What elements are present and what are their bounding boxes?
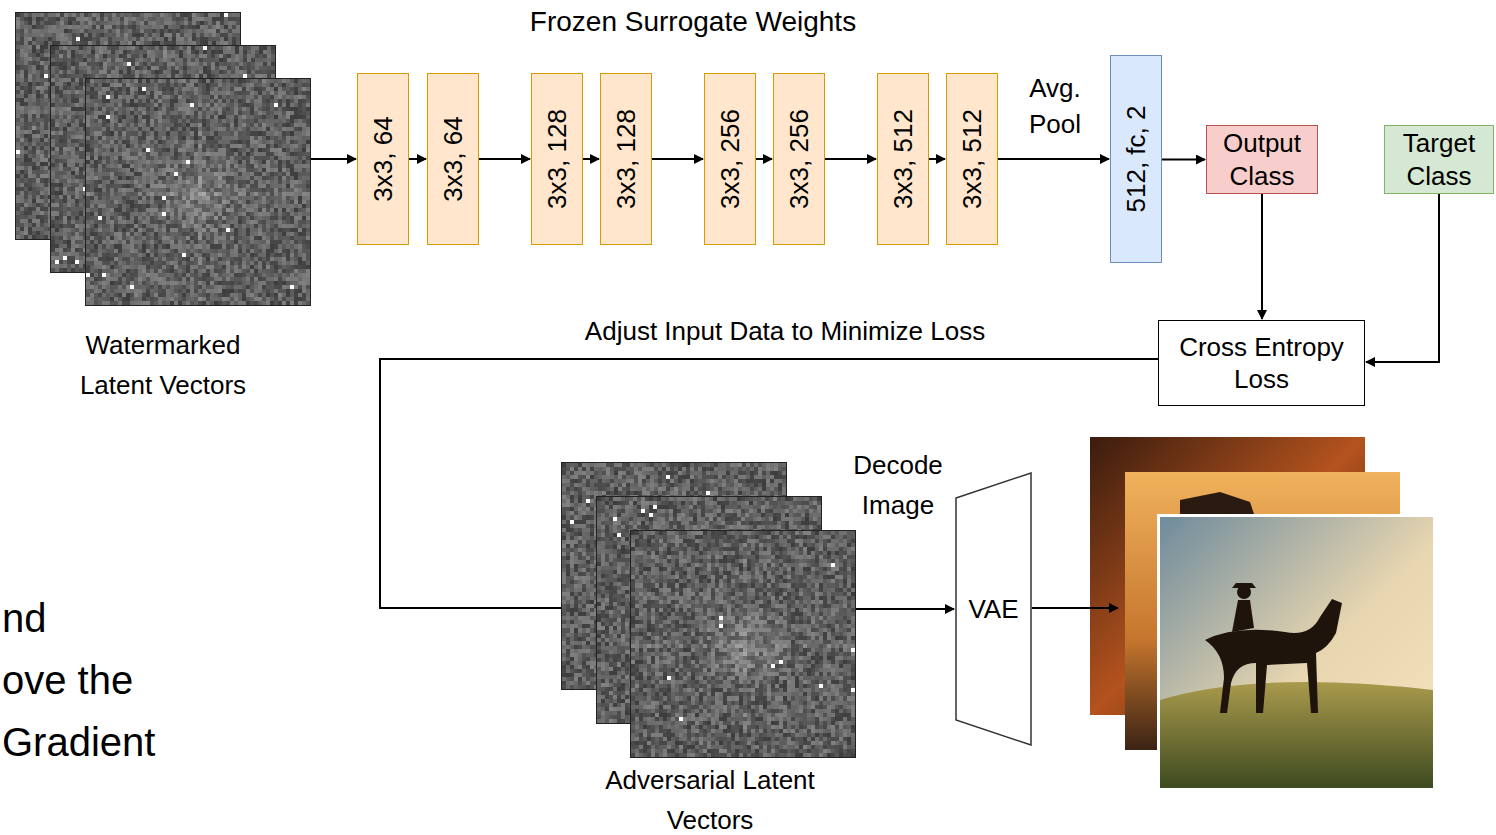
conv-layer: 3x3, 256 — [704, 73, 756, 245]
vae-decoder: VAE — [955, 472, 1032, 746]
layer-label: 3x3, 64 — [368, 116, 399, 201]
connector-arrow — [1162, 159, 1205, 161]
latent-image — [85, 78, 311, 306]
decode-label: Decode Image — [838, 445, 958, 525]
cut-off-text: Gradient — [2, 717, 222, 767]
connector-arrow — [756, 158, 772, 160]
conv-layer: 3x3, 256 — [773, 73, 825, 245]
latent-stack: Watermarked Latent Vectors — [15, 12, 311, 306]
conv-layer: 3x3, 512 — [877, 73, 929, 245]
rider-silhouette — [1205, 583, 1342, 713]
diagram-title: Frozen Surrogate Weights — [440, 2, 946, 42]
vae-trapezoid — [956, 473, 1031, 745]
layer-label: 3x3, 512 — [957, 109, 988, 209]
connector-arrow — [1366, 194, 1439, 362]
connector-arrow — [998, 158, 1109, 160]
connector-arrow — [825, 158, 876, 160]
conv-layer: 3x3, 64 — [357, 73, 409, 245]
conv-layer: 3x3, 128 — [531, 73, 583, 245]
image-field — [1160, 682, 1433, 788]
connector-arrow — [311, 158, 356, 160]
box-label: Target Class — [1389, 127, 1489, 192]
connector-arrow — [409, 158, 426, 160]
layer-label: 3x3, 128 — [542, 109, 573, 209]
cut-off-text: ove the — [2, 655, 222, 705]
decode-arrow — [1032, 607, 1118, 609]
layer-label: 3x3, 64 — [438, 116, 469, 201]
loss-box: Cross Entropy Loss — [1158, 320, 1365, 406]
box-label: Output Class — [1211, 127, 1313, 192]
layer-label: 3x3, 256 — [784, 109, 815, 209]
conv-layer: 3x3, 64 — [427, 73, 479, 245]
layer-label: 3x3, 256 — [715, 109, 746, 209]
conv-layer: 3x3, 512 — [946, 73, 998, 245]
vae-label: VAE — [968, 593, 1018, 626]
output-class-box: Output Class — [1206, 125, 1318, 194]
box-label: Cross Entropy Loss — [1163, 331, 1360, 396]
stack-label: Adversarial Latent Vectors — [575, 760, 845, 835]
layer-label: 3x3, 512 — [888, 109, 919, 209]
connector-arrow — [479, 158, 530, 160]
connector-arrow — [652, 158, 703, 160]
edge-label: Avg. Pool — [1012, 70, 1098, 142]
edge-label: Adjust Input Data to Minimize Loss — [582, 314, 988, 348]
conv-layer: 3x3, 128 — [600, 73, 652, 245]
connector-arrow — [855, 608, 954, 610]
latent-image — [630, 530, 856, 758]
image-frame — [1157, 514, 1436, 791]
connector-arrow — [929, 158, 945, 160]
layer-label: 512, fc, 2 — [1121, 106, 1152, 213]
stack-label: Watermarked Latent Vectors — [53, 325, 273, 405]
fc-layer: 512, fc, 2 — [1110, 55, 1162, 263]
connector-arrow — [583, 158, 599, 160]
target-class-box: Target Class — [1384, 125, 1494, 194]
connector-arrow — [1261, 194, 1263, 319]
cut-off-text: nd — [2, 593, 122, 643]
image-sky — [1160, 517, 1433, 788]
layer-label: 3x3, 128 — [611, 109, 642, 209]
output-images — [1090, 437, 1436, 791]
latent-stack: Adversarial Latent Vectors — [561, 462, 855, 755]
